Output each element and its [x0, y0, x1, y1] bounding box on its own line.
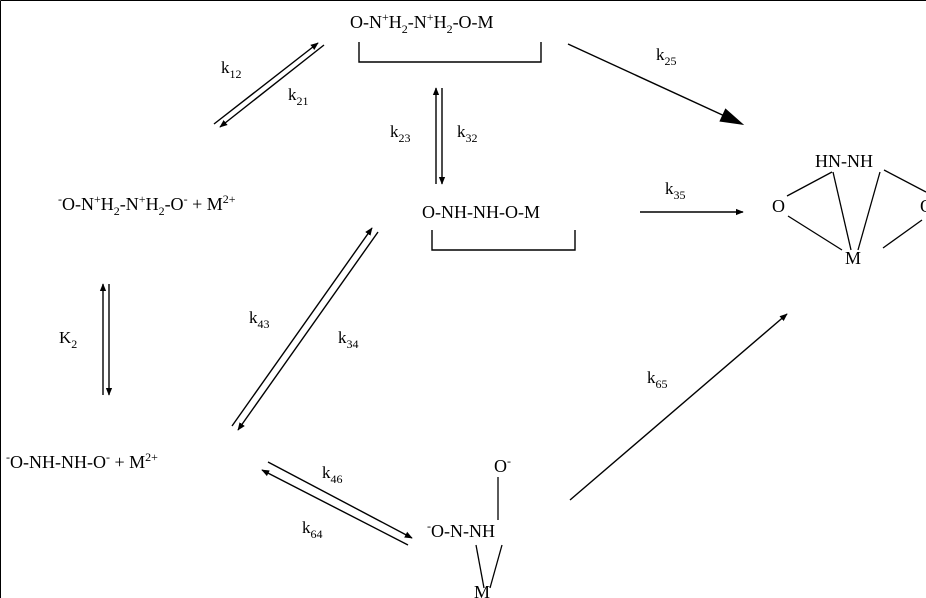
species-6-metal: M — [474, 582, 490, 598]
species-6-o-n-nh: -O-N-NH — [427, 519, 495, 541]
label-k23: k23 — [390, 122, 411, 145]
species-2-ring-bond — [431, 230, 576, 251]
rate-labels: k12 k21 k23 k32 k25 k35 K2 k43 k34 k65 k… — [59, 45, 686, 541]
label-k65: k65 — [647, 368, 668, 391]
species-5-bonds — [786, 169, 926, 251]
arrow-3-4-equilibrium — [99, 283, 113, 396]
species-5-o-right: O — [920, 196, 926, 216]
species-2: O-NH-NH-O-M — [422, 202, 576, 251]
species-3-formula: -O-N+H2-N+H2-O- + M2+ — [58, 192, 236, 218]
species-6-bond-right — [489, 544, 503, 589]
species-6-bond-left — [475, 544, 485, 589]
species-2-formula: O-NH-NH-O-M — [422, 202, 540, 222]
label-k64: k64 — [302, 518, 323, 541]
species-1-ring-bond — [358, 42, 542, 63]
species-4: -O-NH-NH-O- + M2+ — [6, 450, 158, 472]
species-1: O-N+H2-N+H2-O-M — [350, 10, 542, 63]
species-5-hn-nh: HN-NH — [815, 151, 873, 171]
species-5-metal: M — [845, 248, 861, 268]
label-k32: k32 — [457, 122, 478, 145]
label-k46: k46 — [322, 463, 343, 486]
label-k12: k12 — [221, 58, 242, 81]
arrow-6-5 — [569, 313, 788, 501]
label-k21: k21 — [288, 85, 309, 108]
species-5-o-left: O — [772, 196, 785, 216]
arrow-2-4-equilibrium — [231, 227, 379, 431]
arrow-1-5 — [567, 43, 745, 126]
species-6: O- -O-N-NH M — [427, 454, 511, 598]
species-3: -O-N+H2-N+H2-O- + M2+ — [58, 192, 236, 218]
label-k43: k43 — [249, 308, 270, 331]
species-4-formula: -O-NH-NH-O- + M2+ — [6, 450, 158, 472]
arrow-1-2-equilibrium — [432, 87, 446, 185]
arrow-1-3-equilibrium — [213, 42, 325, 128]
species-1-formula: O-N+H2-N+H2-O-M — [350, 10, 494, 36]
label-k35: k35 — [665, 179, 686, 202]
label-k34: k34 — [338, 328, 359, 351]
label-K2: K2 — [59, 328, 77, 351]
label-k25: k25 — [656, 45, 677, 68]
species-6-o-minus: O- — [494, 454, 511, 476]
arrow-4-6-equilibrium — [261, 461, 413, 546]
species-5: HN-NH O O M — [772, 151, 926, 268]
